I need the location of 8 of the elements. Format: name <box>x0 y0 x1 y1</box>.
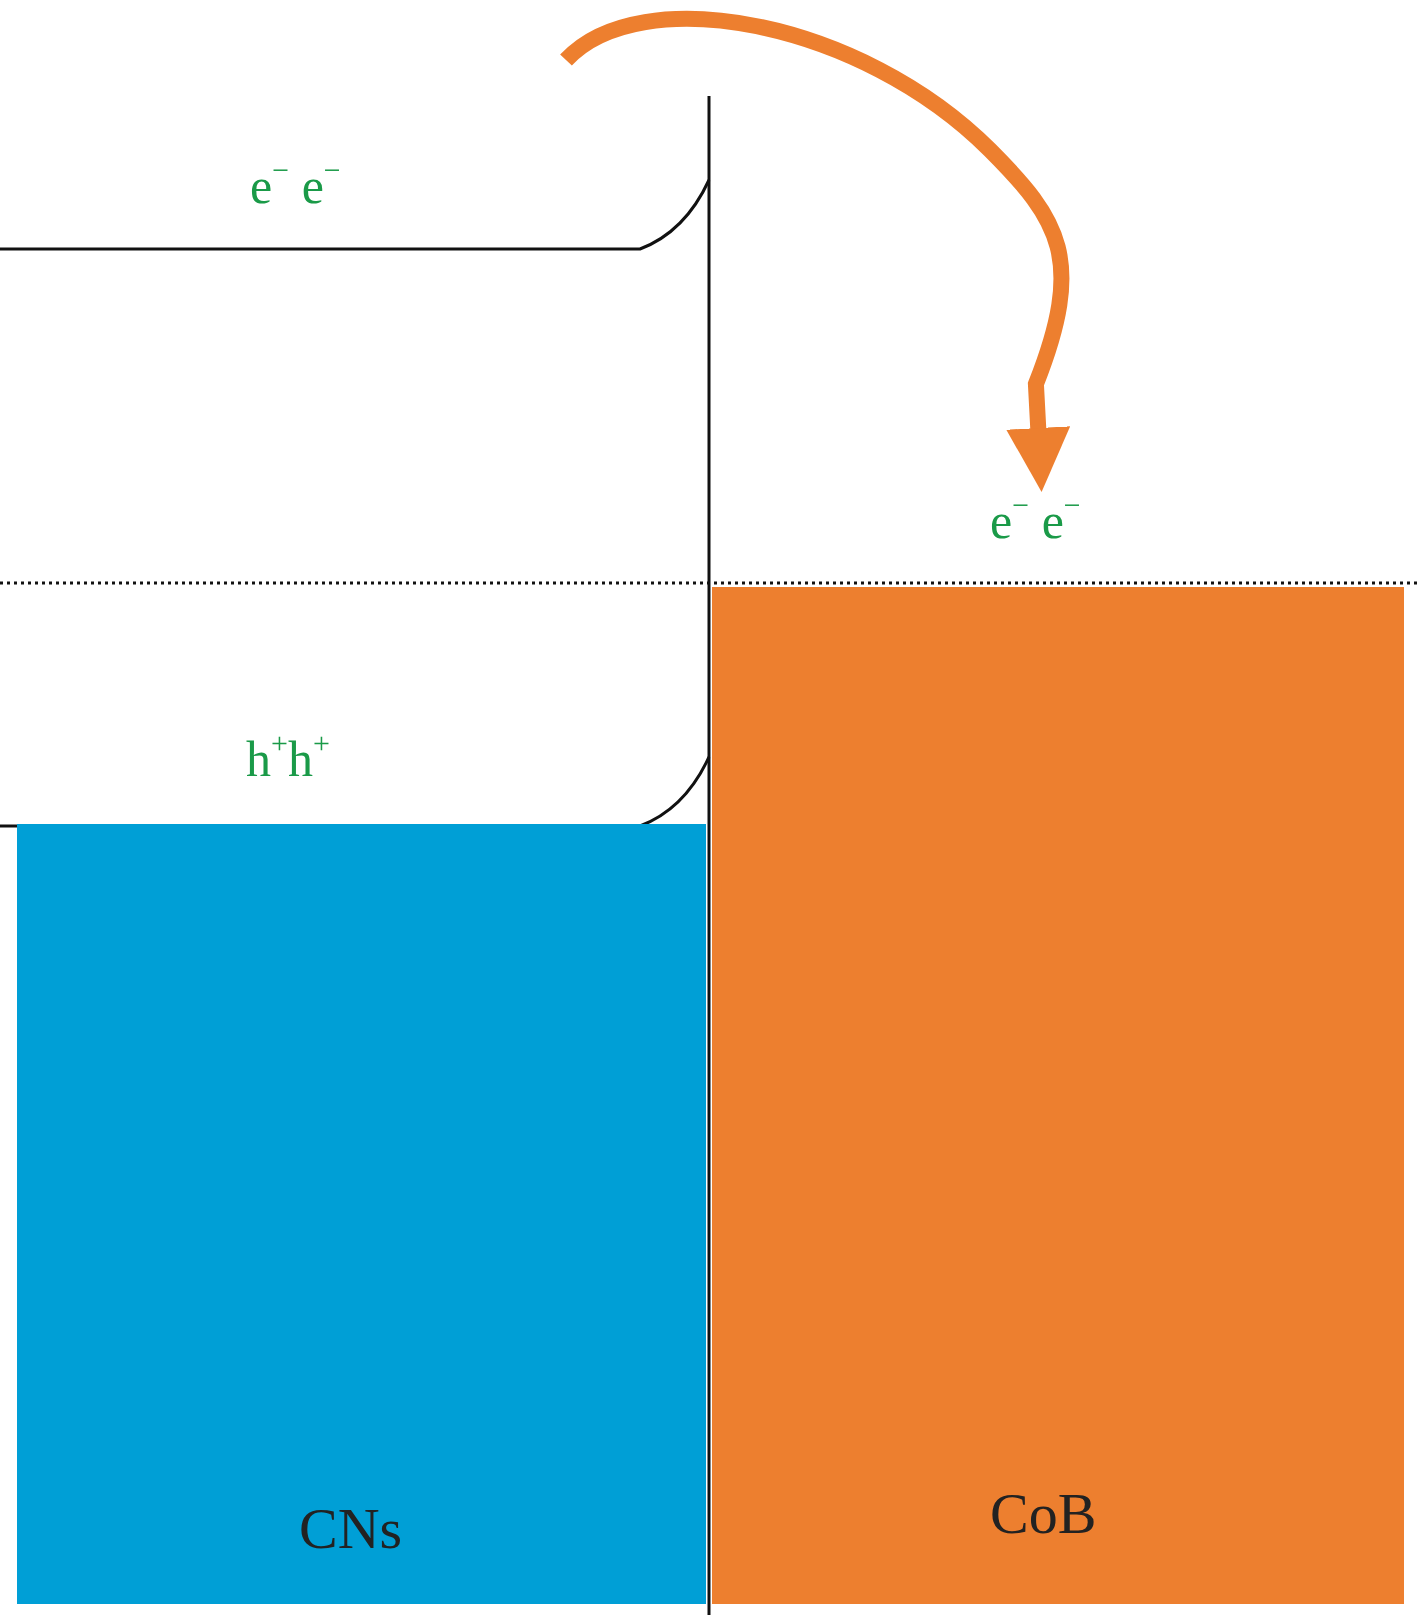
material-label: CNs <box>299 1500 403 1558</box>
material-label: CoB <box>990 1485 1097 1543</box>
charge-label: e$^{−}$ e$^{−}$ <box>250 155 341 211</box>
material-block <box>17 824 706 1604</box>
material-block <box>712 587 1404 1604</box>
charge-label: e$^{−}$ e$^{−}$ <box>990 490 1081 546</box>
arrow <box>560 11 1071 492</box>
charge-label: h$^{+}$h$^{+}$ <box>246 728 330 784</box>
